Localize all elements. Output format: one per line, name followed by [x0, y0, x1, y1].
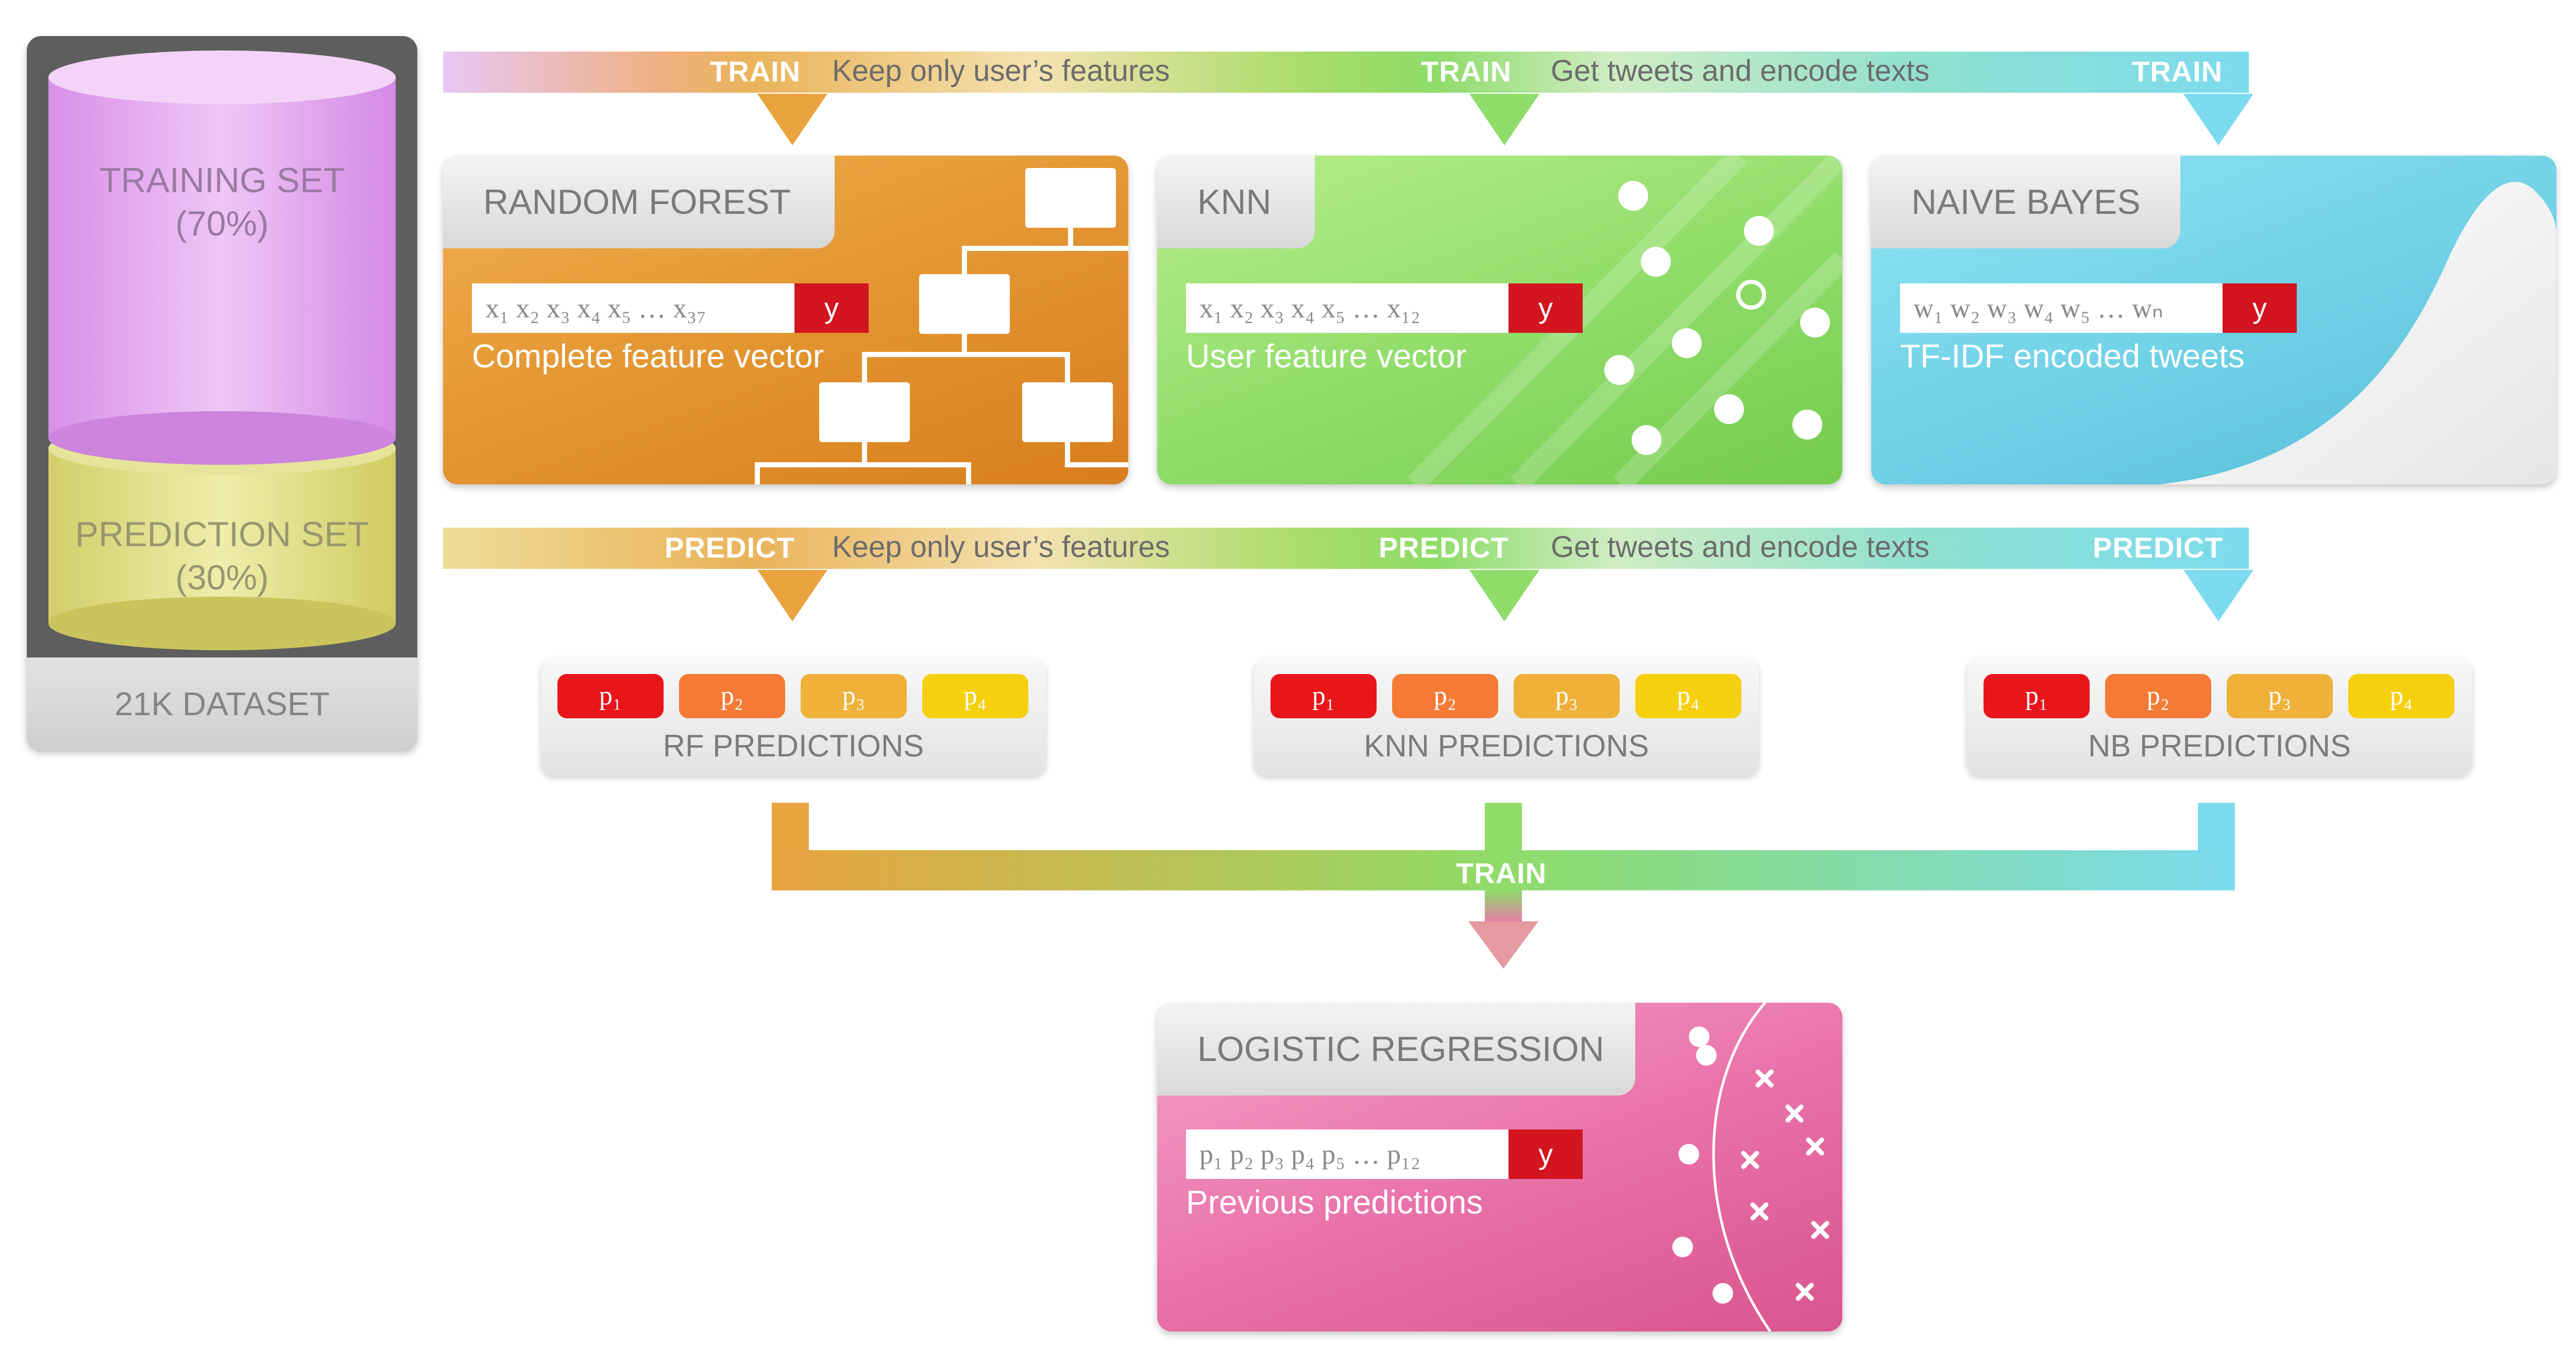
train-tag-nb: TRAIN: [2132, 55, 2223, 88]
prediction-pill: p₃: [801, 674, 907, 718]
predictions-label: NB PREDICTIONS: [2088, 729, 2351, 763]
logistic-regression-card: LOGISTIC REGRESSION p₁ p₂ p₃ p₄ p₅ … p₁₂…: [1157, 1003, 1842, 1331]
feature-vector: x₁ x₂ x₃ x₄ x₅ … x₃₇ y: [472, 283, 869, 333]
merge-train-tag: TRAIN: [1456, 857, 1547, 889]
dataset-footer: 21K DATASET: [27, 657, 417, 750]
prediction-pill: p₁: [1270, 674, 1377, 718]
bell-curve-icon: [2160, 181, 2556, 484]
card-title-tab: [1871, 156, 2180, 248]
down-arrow-icon: [2183, 570, 2253, 621]
down-arrow-icon: [757, 570, 827, 621]
prediction-pill: p₃: [1514, 674, 1620, 718]
prediction-pill: p₂: [679, 674, 785, 718]
rf-predictions-box: p₁ p₂ p₃ p₄ RF PREDICTIONS: [541, 659, 1046, 776]
predict-step-user-features: Keep only user’s features: [832, 530, 1170, 564]
train-step-user-features: Keep only user’s features: [832, 54, 1170, 88]
vector-caption: User feature vector: [1186, 338, 1467, 375]
training-set-percent: (70%): [175, 204, 269, 243]
target-label: y: [794, 283, 869, 333]
target-label: y: [2223, 283, 2297, 333]
train-step-encode-tweets: Get tweets and encode texts: [1551, 54, 1930, 88]
nb-predictions-box: p₁ p₂ p₃ p₄ NB PREDICTIONS: [1967, 659, 2472, 776]
database-cylinder-icon: [48, 50, 396, 650]
prediction-set-label: PREDICTION SET: [75, 515, 369, 554]
predict-tag-knn: PREDICT: [1379, 531, 1509, 564]
prediction-pill: p₄: [2348, 674, 2454, 718]
predictions-label: KNN PREDICTIONS: [1364, 729, 1649, 763]
predictions-label: RF PREDICTIONS: [663, 729, 924, 763]
scatter-plot-icon: [1672, 1003, 1829, 1331]
feature-vector-values: p₁ p₂ p₃ p₄ p₅ … p₁₂: [1199, 1139, 1420, 1170]
prediction-pill: p₄: [1635, 674, 1741, 718]
down-arrow-icon: [1469, 570, 1539, 621]
down-arrow-icon: [1469, 94, 1539, 145]
decision-tree-icon: [755, 168, 1128, 484]
knn-predictions-box: p₁ p₂ p₃ p₄ KNN PREDICTIONS: [1254, 659, 1759, 776]
train-banner: [443, 52, 2249, 93]
card-title-tab: [1157, 156, 1315, 248]
prediction-pill: p₃: [2227, 674, 2333, 718]
card-title: KNN: [1197, 182, 1272, 222]
predict-tag-rf: PREDICT: [665, 531, 795, 564]
down-arrow-icon: [757, 94, 827, 145]
card-title-tab: [443, 156, 835, 248]
prediction-pill: p₁: [1984, 674, 2090, 718]
feature-vector-values: w₁ w₂ w₃ w₄ w₅ … wₙ: [1913, 293, 2163, 324]
predict-banner: [443, 528, 2249, 569]
cross-mark-icon: [1741, 1069, 1829, 1301]
training-set-label: TRAINING SET: [99, 161, 345, 200]
prediction-pill: p₁: [557, 674, 664, 718]
prediction-pill: p₄: [922, 674, 1028, 718]
feature-vector-values: x₁ x₂ x₃ x₄ x₅ … x₁₂: [1199, 293, 1420, 324]
feature-vector-values: x₁ x₂ x₃ x₄ x₅ … x₃₇: [485, 293, 706, 324]
target-label: y: [1509, 1129, 1583, 1179]
prediction-set-percent: (30%): [175, 558, 269, 597]
knn-card: KNN x₁ x₂ x₃ x₄ x₅ … x₁₂ y User feature …: [1157, 156, 1842, 484]
predict-step-encode-tweets: Get tweets and encode texts: [1551, 530, 1930, 564]
naive-bayes-card: NAIVE BAYES w₁ w₂ w₃ w₄ w₅ … wₙ y TF-IDF…: [1871, 156, 2556, 484]
dataset-panel: TRAINING SET (70%) PREDICTION SET (30%) …: [27, 36, 417, 750]
vector-caption: Previous predictions: [1186, 1184, 1483, 1221]
feature-vector: p₁ p₂ p₃ p₄ p₅ … p₁₂ y: [1186, 1129, 1583, 1179]
target-label: y: [1509, 283, 1583, 333]
card-title-tab: [1157, 1003, 1635, 1095]
prediction-pill: p₂: [1392, 674, 1498, 718]
random-forest-card: RANDOM FOREST x₁ x₂ x₃ x₄ x₅ … x₃₇ y Com…: [443, 156, 1128, 484]
feature-vector: x₁ x₂ x₃ x₄ x₅ … x₁₂ y: [1186, 283, 1583, 333]
train-tag-knn: TRAIN: [1421, 55, 1512, 88]
card-title: NAIVE BAYES: [1911, 182, 2141, 222]
prediction-pill: p₂: [2105, 674, 2211, 718]
card-title: LOGISTIC REGRESSION: [1197, 1030, 1604, 1069]
feature-vector: w₁ w₂ w₃ w₄ w₅ … wₙ y: [1900, 283, 2297, 333]
predict-tag-nb: PREDICT: [2093, 531, 2223, 564]
vector-caption: Complete feature vector: [472, 338, 824, 375]
train-tag-rf: TRAIN: [710, 55, 801, 88]
down-arrow-icon: [2183, 94, 2253, 145]
card-title: RANDOM FOREST: [483, 182, 791, 222]
vector-caption: TF-IDF encoded tweets: [1900, 338, 2245, 375]
